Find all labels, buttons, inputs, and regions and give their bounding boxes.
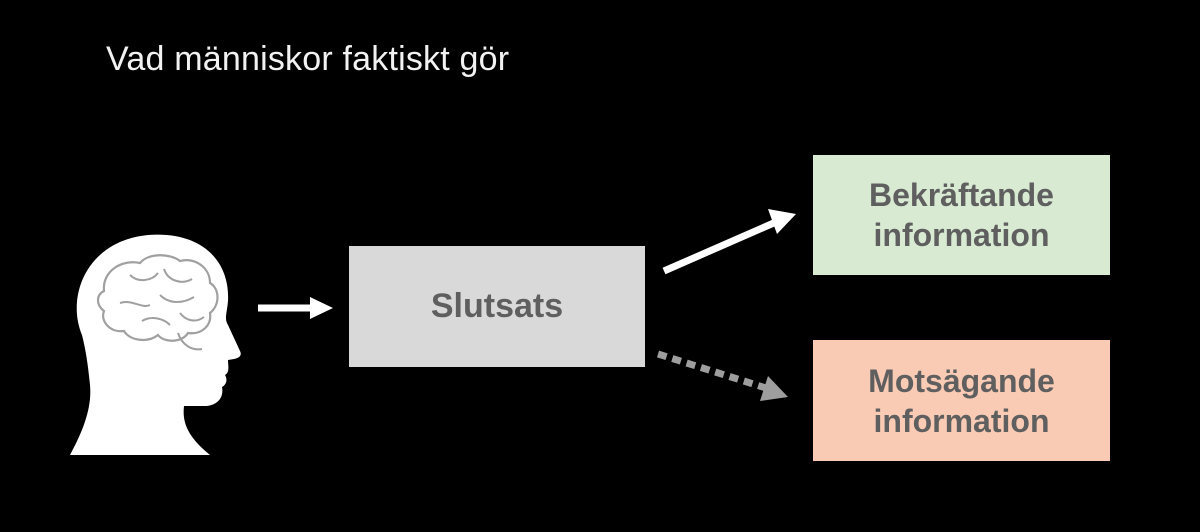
contradicting-dashed-arrow bbox=[656, 350, 788, 401]
conclusion-label: Slutsats bbox=[430, 287, 564, 326]
confirming-arrow bbox=[662, 209, 796, 275]
conclusion-box: Slutsats bbox=[349, 246, 645, 367]
contradicting-label-line2: information bbox=[873, 402, 1050, 439]
contradicting-label-line1: Motsägande bbox=[868, 362, 1055, 399]
human-head-brain-icon bbox=[70, 234, 241, 455]
input-arrow bbox=[258, 297, 333, 319]
confirming-label-line2: information bbox=[873, 217, 1050, 253]
slide-title: Vad människor faktiskt gör bbox=[106, 40, 510, 78]
confirming-information-box: Bekräftande information bbox=[813, 155, 1110, 275]
contradicting-information-box: Motsägande information bbox=[813, 340, 1110, 461]
confirming-label-line1: Bekräftande bbox=[869, 177, 1054, 213]
